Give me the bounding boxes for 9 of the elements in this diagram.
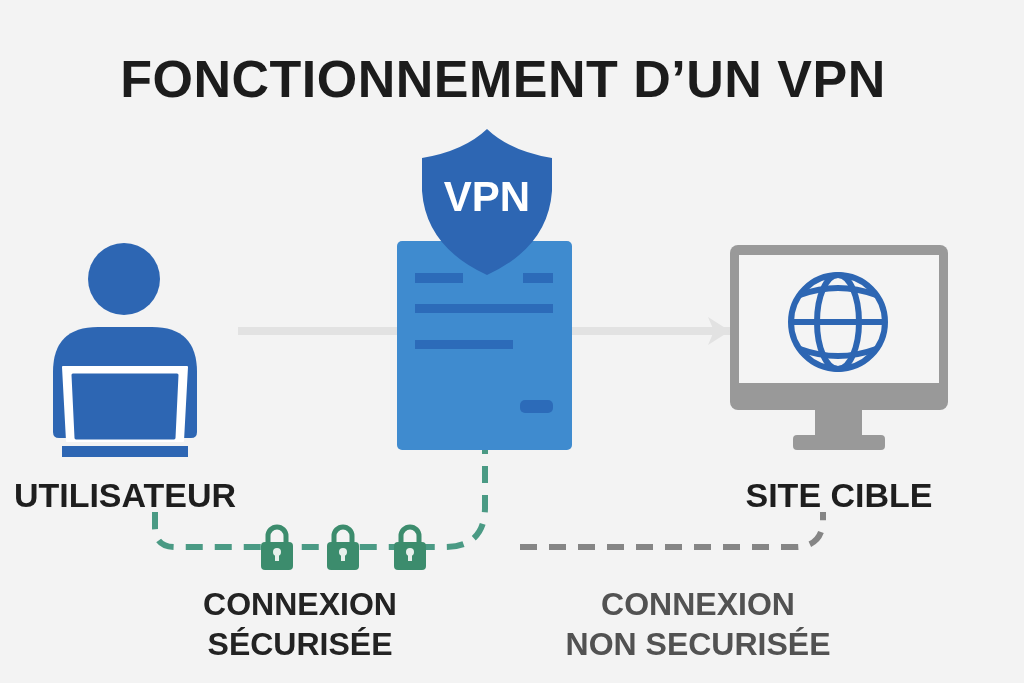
edge-label: CONNEXION SÉCURISÉE	[203, 586, 397, 662]
shield-text: VPN	[443, 176, 531, 218]
dashed-connector	[520, 512, 826, 550]
edge-label: CONNEXION NON SECURISÉE	[565, 586, 831, 662]
diagram-title: FONCTIONNEMENT D’UN VPN	[120, 53, 886, 105]
node-label: UTILISATEUR	[13, 478, 237, 512]
connector-line	[238, 327, 397, 335]
node-label: SITE CIBLE	[745, 478, 933, 512]
arrow	[572, 317, 730, 345]
